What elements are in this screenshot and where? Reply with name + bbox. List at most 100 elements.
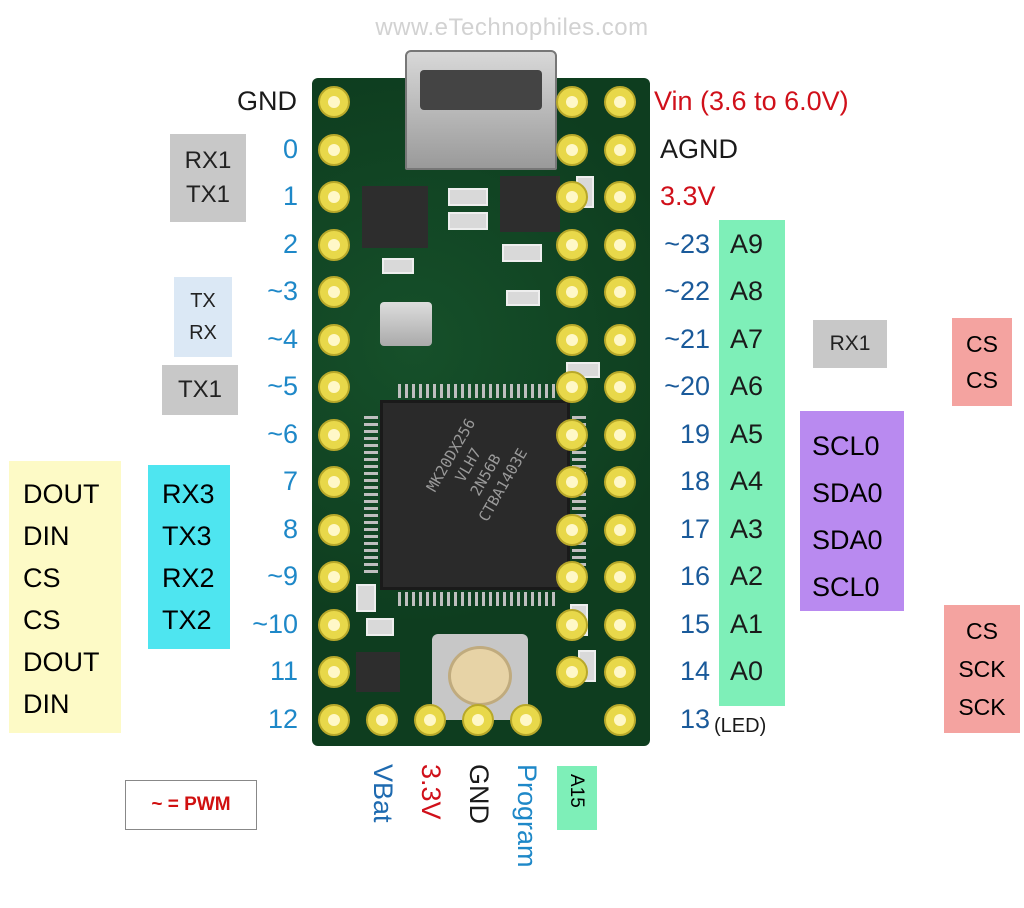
alt-serial-rx: RX [189,322,217,344]
right-pin-label: Vin (3.6 to 6.0V) [654,86,849,116]
spi-label: DOUT [23,647,100,677]
left-header-pin [318,466,350,498]
spi-label: CS [23,563,61,593]
left-pin-label: GND [237,86,297,116]
left-header-pin [318,418,350,451]
right-header-pin [604,133,636,166]
bottom-pin-label: VBat [368,764,398,823]
left-header-pin [318,703,350,736]
spi-cs-label: CS [966,331,998,357]
serial1-box: RX1 TX1 [170,134,246,222]
left-header-pin [318,323,350,356]
smd-capacitor [382,258,414,274]
left-pin-label: ~10 [252,608,298,639]
left-pin-label: ~3 [267,276,298,306]
smd-resistor [448,188,488,206]
alt-serial-box: TX RX [174,277,232,357]
left-header-pin [318,228,350,261]
serial1-tx: TX1 [185,181,230,208]
smd-resistor [448,212,488,230]
right-header-pin [604,513,636,546]
a15-box: A15 [557,766,597,830]
left-pin-label: ~5 [267,371,298,401]
watermark: www.eTechnophiles.com [375,14,649,41]
usb-connector [405,50,557,170]
right-header-pin [604,86,636,118]
bottom-header-pin [510,703,542,736]
spi-label: CS [23,605,61,635]
inner-header-pin [556,513,588,546]
i2c-purple-box: SCL0 SDA0 SDA0 SCL0 [800,411,904,611]
right-header-pin [604,656,636,688]
led-note: (LED) [714,715,767,737]
inner-header-pin [556,561,588,593]
alt-serial-tx: TX [190,290,216,312]
regulator-chip [362,186,428,248]
smd-resistor [356,584,376,612]
right-pin-label: ~23 [664,228,710,259]
right-header-pin [604,276,636,308]
serial-label: TX3 [162,521,212,551]
right-header-pin [604,561,636,593]
left-header-pin [318,656,350,688]
spi-label: DIN [23,689,70,719]
left-header-pin [318,608,350,641]
tx1-box: TX1 [162,365,238,415]
i2c-label: SCL0 [812,572,880,602]
analog-label: A3 [730,513,764,544]
right-header-pin [604,608,636,641]
left-header-pin [318,86,350,118]
inner-header-pin [556,86,588,118]
spi-cs-label: CS [966,367,998,393]
right-header-pin [604,703,636,736]
bottom-pin-label: 3.3V [416,764,446,820]
left-pin-label: 0 [282,133,298,164]
bottom-pin-label: GND [464,764,494,824]
left-header-pin [318,276,350,308]
analog-label: A5 [730,418,764,449]
right-pin-label: 17 [679,513,710,544]
spi-label: SCK [958,694,1006,720]
spi-label: SCK [958,656,1006,682]
spi-pink-bottom-box: CS SCK SCK [944,605,1020,733]
left-pin-label: 7 [282,466,298,496]
left-pin-label: 8 [282,513,298,544]
mcu-legs-left [364,416,378,574]
usb-port-slot [420,70,542,110]
right-header-pin [604,181,636,213]
inner-header-pin [556,608,588,641]
spi-label: DOUT [23,479,100,509]
inner-header-pin [556,371,588,403]
left-header-pin [318,371,350,403]
inner-header-pin [556,466,588,498]
serial-label: TX2 [162,605,212,635]
left-pin-label: 2 [282,228,298,259]
inner-header-pin [556,276,588,308]
bottom-header-pin [462,703,494,736]
serial1-rx: RX1 [184,147,232,174]
i2c-label: SDA0 [812,525,883,555]
spi-pink-top-box: CS CS [952,318,1012,406]
pwm-legend: ~ = PWM [125,780,257,830]
rx1-right-label: RX1 [829,332,871,355]
analog-label: A7 [730,323,764,354]
analog-label: A4 [730,466,764,496]
inner-header-pin [556,323,588,356]
analog-label: A2 [730,561,764,591]
i2c-label: SCL0 [812,431,880,461]
inner-header-pin [556,133,588,166]
right-pin-label: 18 [679,466,710,496]
left-header-pin [318,133,350,166]
tx1-label: TX1 [177,376,222,403]
inner-header-pin [556,181,588,213]
serial-label: RX3 [162,479,215,509]
serial-cyan-box: RX3 TX3 RX2 TX2 [148,465,230,649]
a15-label: A15 [566,774,587,808]
right-header-pin [604,466,636,498]
left-pin-label: 1 [282,181,298,211]
right-pin-label: ~21 [664,323,710,354]
left-pin-label: ~6 [267,418,298,449]
spi-label: DIN [23,521,70,551]
right-header-pin [604,228,636,261]
inner-header-pin [556,228,588,261]
